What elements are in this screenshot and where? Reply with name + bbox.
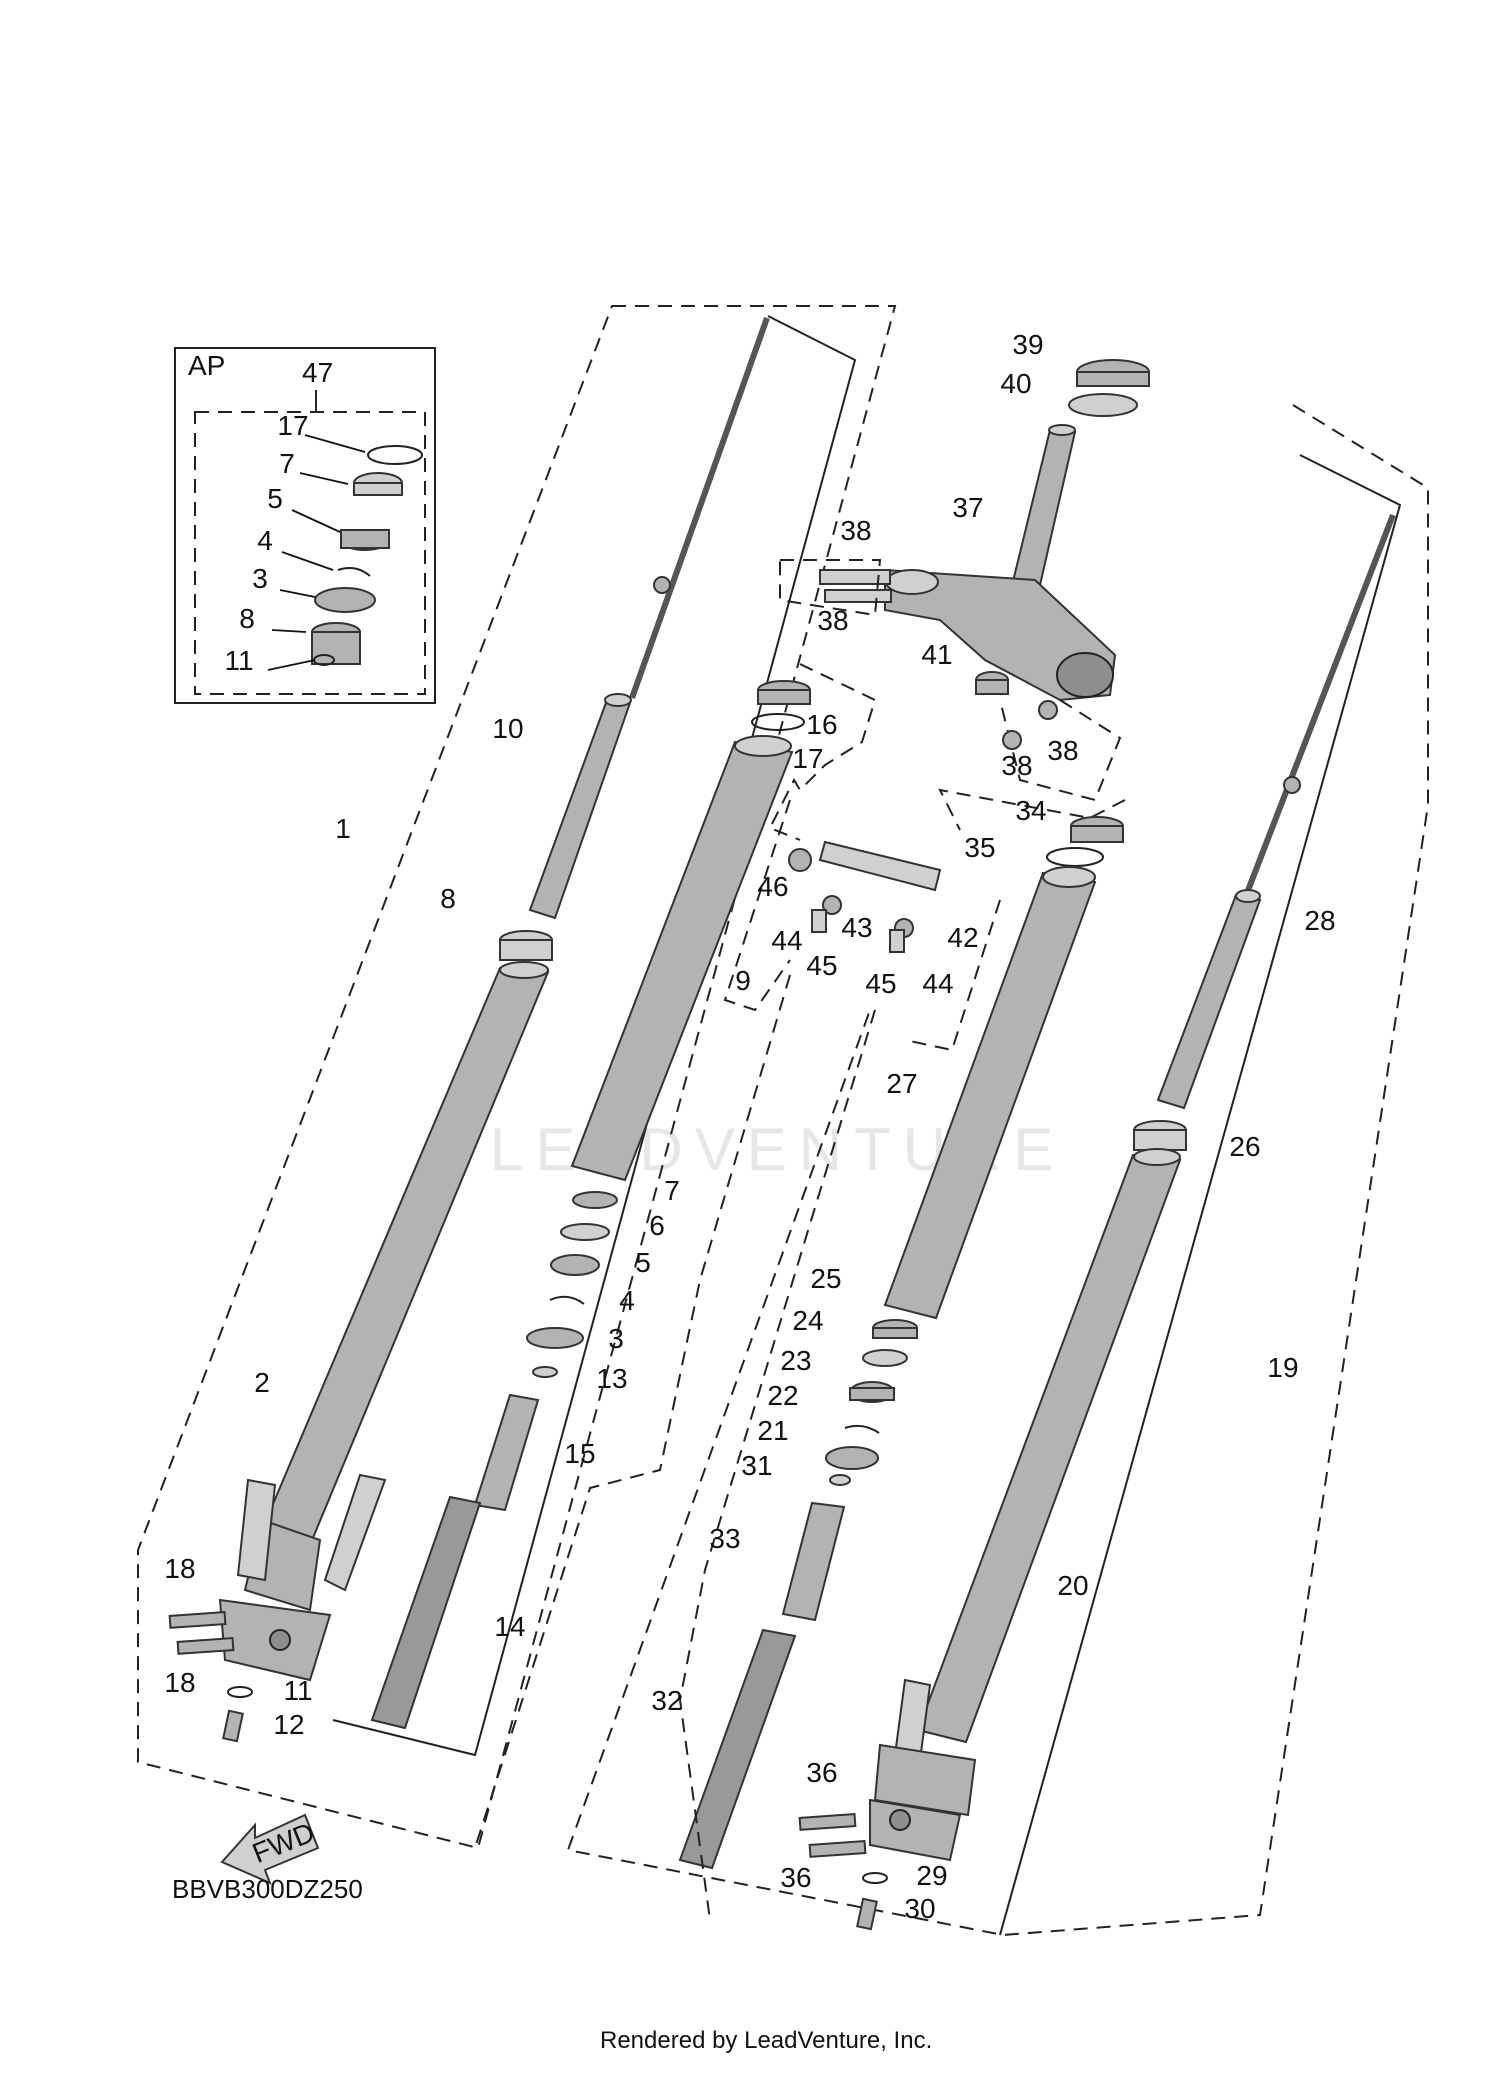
left-damper-frame	[332, 315, 857, 1757]
fwd-arrow-icon: FWD	[220, 1813, 320, 1885]
left-inner-tube	[570, 735, 794, 1182]
callout-5: 5	[635, 1247, 651, 1278]
callout-33: 33	[709, 1523, 740, 1554]
callout-17: 17	[792, 743, 823, 774]
left-fork-spring	[370, 1495, 482, 1730]
callout-11: 11	[224, 645, 253, 676]
callout-7: 7	[664, 1175, 680, 1206]
callout-40: 40	[1000, 368, 1031, 399]
bracket-assembly	[788, 840, 942, 953]
callout-10: 10	[492, 713, 523, 744]
callout-42: 42	[947, 922, 978, 953]
callout-34: 34	[1015, 795, 1046, 826]
callout-23: 23	[780, 1345, 811, 1376]
callout-37: 37	[952, 492, 983, 523]
callout-13: 13	[596, 1363, 627, 1394]
callout-9: 9	[735, 965, 751, 996]
callout-19: 19	[1267, 1352, 1298, 1383]
callout-5: 5	[267, 483, 283, 514]
callout-38: 38	[840, 515, 871, 546]
left-damper-rod	[528, 316, 770, 920]
steering-stem	[819, 359, 1150, 702]
callout-32: 32	[651, 1685, 682, 1716]
callout-31: 31	[741, 1450, 772, 1481]
inset-group-frame	[194, 411, 426, 695]
callout-39: 39	[1012, 329, 1043, 360]
inset-ap: AP 47	[174, 347, 436, 704]
callout-24: 24	[792, 1305, 823, 1336]
callout-6: 6	[649, 1210, 665, 1241]
callout-38: 38	[1047, 735, 1078, 766]
callout-27: 27	[886, 1068, 917, 1099]
callout-4: 4	[619, 1285, 635, 1316]
callout-28: 28	[1304, 905, 1335, 936]
callout-43: 43	[841, 912, 872, 943]
right-fork-spring	[678, 1628, 797, 1870]
callout-30: 30	[904, 1893, 935, 1924]
callout-11: 11	[283, 1675, 312, 1706]
callout-14: 14	[494, 1611, 525, 1642]
callout-17: 17	[277, 410, 308, 441]
left-outer-tube	[218, 961, 550, 1682]
callout-7: 7	[279, 448, 295, 479]
callout-45: 45	[865, 968, 896, 999]
callout-36: 36	[780, 1862, 811, 1893]
callout-16: 16	[806, 709, 837, 740]
right-inner-tube	[883, 866, 1097, 1320]
callout-26: 26	[1229, 1131, 1260, 1162]
callout-22: 22	[767, 1380, 798, 1411]
callout-2: 2	[254, 1367, 270, 1398]
callout-25: 25	[810, 1263, 841, 1294]
callout-4: 4	[257, 525, 273, 556]
callout-44: 44	[922, 968, 953, 999]
callout-45: 45	[806, 950, 837, 981]
callout-15: 15	[564, 1438, 595, 1469]
callout-12: 12	[273, 1709, 304, 1740]
callout-1: 1	[335, 813, 351, 844]
callout-29: 29	[916, 1860, 947, 1891]
callout-20: 20	[1057, 1570, 1088, 1601]
callout-8: 8	[239, 603, 255, 634]
callout-44: 44	[771, 925, 802, 956]
inset-title: AP	[188, 350, 225, 381]
right-fork-assembly-frame	[566, 404, 1429, 1937]
left-fork-assembly-frame	[137, 305, 897, 1850]
callout-35: 35	[964, 832, 995, 863]
callout-3: 3	[608, 1323, 624, 1354]
callout-36: 36	[806, 1757, 837, 1788]
callout-18: 18	[164, 1553, 195, 1584]
callout-41: 41	[921, 639, 952, 670]
inset-group-number: 47	[302, 357, 333, 388]
footer-text: Rendered by LeadVenture, Inc.	[600, 2027, 932, 2054]
diagram-code: BBVB300DZ250	[172, 1874, 363, 1904]
inset-frame	[174, 347, 436, 704]
right-damper-rod	[1156, 513, 1396, 1110]
callout-38: 38	[817, 605, 848, 636]
callout-18: 18	[164, 1667, 195, 1698]
callout-8: 8	[440, 883, 456, 914]
right-outer-tube	[869, 1148, 1182, 1862]
callout-46: 46	[757, 871, 788, 902]
callout-38: 38	[1001, 750, 1032, 781]
callout-3: 3	[252, 563, 268, 594]
callout-21: 21	[757, 1415, 788, 1446]
